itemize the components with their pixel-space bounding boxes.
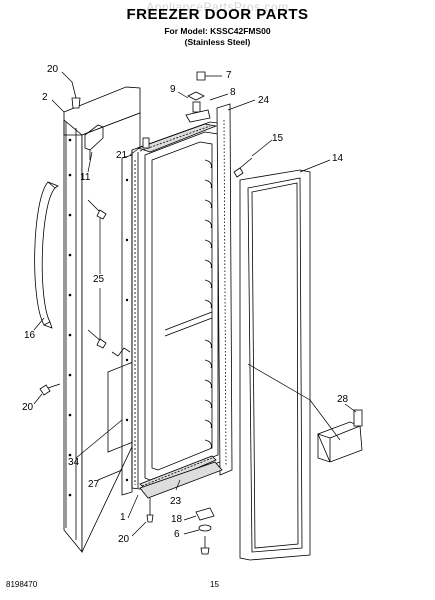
- callout-27: 27: [88, 479, 100, 490]
- callout-34: 34: [68, 457, 80, 468]
- top-hinge-assembly: [185, 91, 211, 123]
- diagram-title: FREEZER DOOR PARTS: [126, 6, 309, 23]
- screw-15: [233, 157, 253, 178]
- handle-screws: [87, 199, 107, 349]
- bracket-part: [84, 124, 104, 160]
- callout-15: 15: [272, 133, 284, 144]
- callout-20-left: 20: [22, 402, 34, 413]
- callout-18: 18: [171, 514, 183, 525]
- callout-23: 23: [170, 496, 182, 507]
- door-panel-frame: [239, 169, 311, 561]
- callout-6: 6: [174, 529, 180, 540]
- callout-9: 9: [170, 84, 176, 95]
- callout-7: 7: [226, 70, 232, 81]
- callout-16: 16: [24, 330, 36, 341]
- door-back-panel: [63, 86, 141, 554]
- gasket-strip: [121, 154, 133, 496]
- callout-11: 11: [80, 172, 91, 183]
- leader-lines: [33, 71, 357, 537]
- door-bin: [317, 409, 363, 463]
- screw-21: [142, 137, 150, 149]
- callout-8: 8: [230, 87, 236, 98]
- trim-strip: [216, 103, 233, 476]
- screw-7: [196, 71, 222, 81]
- door-handle: [34, 181, 59, 329]
- document-number: 8198470: [6, 580, 38, 589]
- callout-25: 25: [93, 274, 105, 285]
- bottom-hinge-assembly: [195, 507, 215, 555]
- callout-20-top: 20: [47, 64, 59, 75]
- callout-2: 2: [42, 92, 48, 103]
- callout-1: 1: [120, 512, 126, 523]
- callout-28: 28: [337, 394, 349, 405]
- screw-20-left: [39, 383, 61, 396]
- callout-24: 24: [258, 95, 270, 106]
- callout-21: 21: [116, 150, 128, 161]
- bottom-hinge-bracket: [139, 461, 223, 499]
- callout-14: 14: [332, 153, 344, 164]
- door-inner-liner: [131, 121, 226, 491]
- watermark: AppliancePartsPros.com: [146, 0, 289, 14]
- page-number: 15: [210, 580, 219, 589]
- model-line: For Model: KSSC42FMS00: [164, 26, 271, 36]
- screw-20-top: [71, 81, 81, 109]
- finish-line: (Stainless Steel): [184, 37, 251, 47]
- callout-20-bottom: 20: [118, 534, 130, 545]
- screw-20-bottom: [146, 498, 154, 523]
